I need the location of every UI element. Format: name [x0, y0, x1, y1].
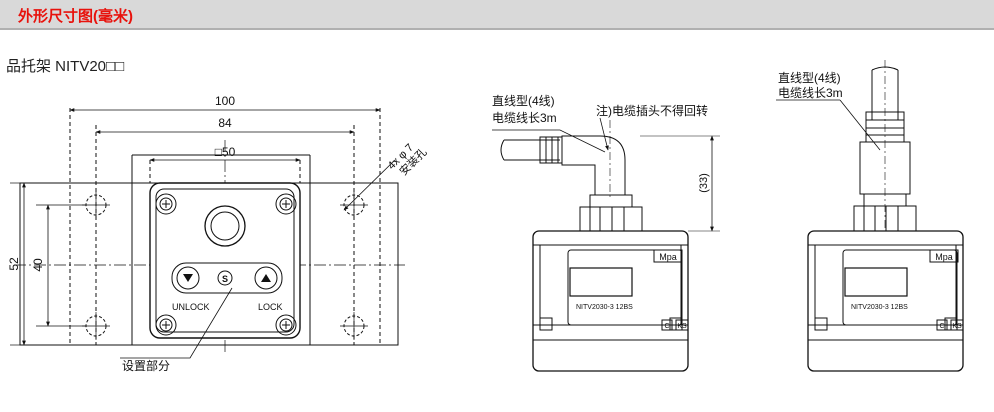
- model-label: NITV2030-3 12BS: [851, 304, 908, 311]
- model-subtitle: 品托架 NITV20□□: [6, 58, 125, 75]
- side-view-right-angle-labels: 直线型(4线) 电缆线长3m 注)电缆插头不得回转 (33) Mpa NITV2…: [492, 94, 710, 330]
- unlock-label: UNLOCK: [172, 302, 210, 312]
- set-button-label: S: [222, 274, 228, 284]
- body-screw: [275, 314, 297, 336]
- side-view-right-angle: [492, 117, 720, 372]
- dim-mount-height: 40: [31, 258, 45, 272]
- dim-mount-pitch: 84: [218, 116, 232, 130]
- badge-ks: KS: [952, 323, 962, 330]
- setting-label: 设置部分: [122, 358, 170, 373]
- front-view: [10, 108, 405, 359]
- connector-note: 注)电缆插头不得回转: [596, 103, 708, 118]
- body-square: [149, 182, 301, 339]
- cable-length-label: 电缆线长3m: [492, 111, 557, 125]
- unit-label: Mpa: [935, 252, 953, 262]
- body-screw: [155, 193, 177, 215]
- down-button: [176, 266, 200, 290]
- section-header: 外形尺寸图(毫米): [0, 0, 994, 30]
- lock-label: LOCK: [258, 302, 283, 312]
- button-panel: [171, 262, 283, 294]
- badge-c: C: [939, 323, 944, 330]
- cable-length-label: 电缆线长3m: [778, 86, 843, 100]
- cable-type-label: 直线型(4线): [778, 71, 841, 85]
- model-label: NITV2030-3 12BS: [576, 304, 633, 311]
- set-button: [217, 270, 233, 286]
- body-screw: [155, 314, 177, 336]
- down-arrow-icon: [183, 274, 193, 282]
- unit-label: Mpa: [659, 252, 677, 262]
- side-view-straight-labels: 直线型(4线) 电缆线长3m Mpa NITV2030-3 12BS C KS: [778, 71, 962, 330]
- side-view-straight: [776, 60, 964, 372]
- dim-overall-height: 52: [7, 257, 21, 271]
- badge-ks: KS: [677, 323, 687, 330]
- center-port: [204, 205, 246, 247]
- section-title: 外形尺寸图(毫米): [18, 8, 133, 25]
- dim-connector-height: (33): [698, 173, 710, 193]
- body-screw: [275, 193, 297, 215]
- cable-type-label: 直线型(4线): [492, 94, 555, 108]
- badge-c: C: [664, 323, 669, 330]
- dim-overall-width: 100: [215, 94, 235, 108]
- dim-body-square: □50: [215, 145, 236, 159]
- up-button: [254, 266, 278, 290]
- up-arrow-icon: [261, 274, 271, 282]
